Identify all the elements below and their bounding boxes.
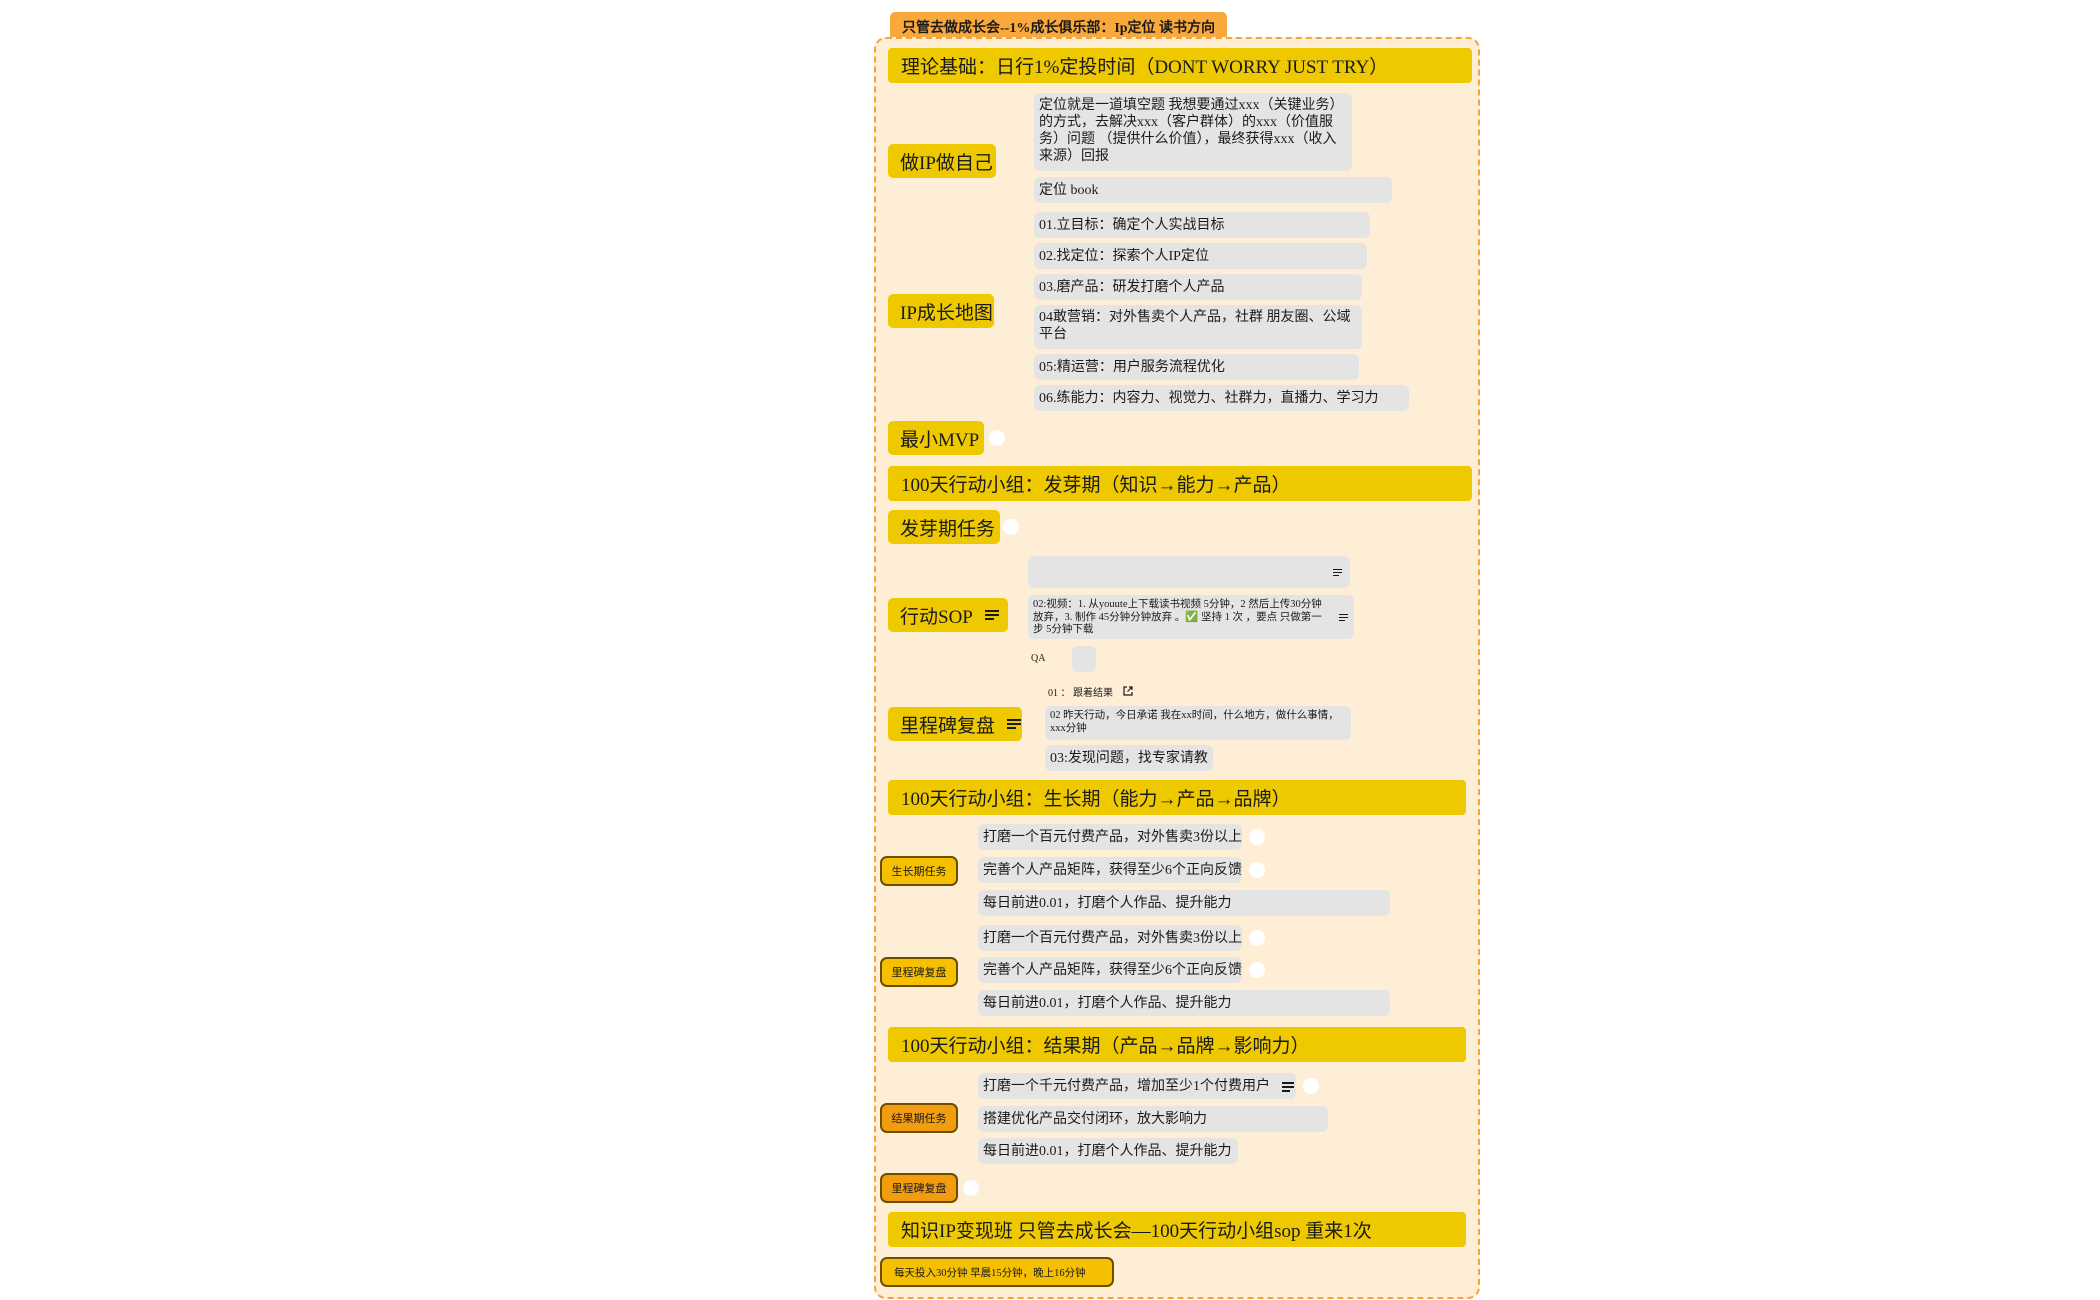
leaf-sop-video[interactable]: 02:视频：1. 从youute上下载读书视频 5分钟，2 然后上传30分钟放弃… — [1028, 595, 1354, 639]
topic-mvp[interactable]: 最小MVP — [888, 421, 984, 455]
topic-sprout-task[interactable]: 发芽期任务 — [888, 510, 1000, 544]
leaf-ms1-01[interactable]: 01 ： 跟着结果 — [1048, 682, 1133, 700]
collapse-dot[interactable] — [963, 1180, 979, 1196]
leaf-positioning[interactable]: 定位就是一道填空题 我想要通过xxx（关键业务）的方式，去解决xxx（客户群体）… — [1034, 93, 1352, 171]
leaf-ms1-02[interactable]: 02 昨天行动，今日承诺 我在xx时间，什么地方，做什么事情， xxx分钟 — [1045, 706, 1351, 740]
topic-grow-task[interactable]: 生长期任务 — [880, 856, 958, 886]
leaf-result-3[interactable]: 每日前进0.01，打磨个人作品、提升能力 — [978, 1138, 1238, 1164]
leaf-qa[interactable]: QA — [1031, 652, 1046, 664]
section-result[interactable]: 100天行动小组：结果期（产品→品牌→影响力） — [888, 1027, 1466, 1062]
leaf-grow-ms-3[interactable]: 每日前进0.01，打磨个人作品、提升能力 — [978, 990, 1390, 1016]
note-icon[interactable] — [984, 609, 999, 621]
topic-daily[interactable]: 每天投入30分钟 早晨15分钟，晚上16分钟 — [880, 1257, 1114, 1287]
topic-action-sop-label: 行动SOP — [900, 606, 973, 628]
topic-result-task[interactable]: 结果期任务 — [880, 1103, 958, 1133]
note-icon[interactable] — [1007, 718, 1022, 730]
leaf-map-5[interactable]: 05:精运营：用户服务流程优化 — [1034, 354, 1359, 380]
leaf-grow-ms-1[interactable]: 打磨一个百元付费产品，对外售卖3份以上 — [978, 925, 1242, 951]
section-sprout[interactable]: 100天行动小组：发芽期（知识→能力→产品） — [888, 466, 1472, 501]
leaf-grow-1[interactable]: 打磨一个百元付费产品，对外售卖3份以上 — [978, 824, 1242, 850]
topic-milestone-1[interactable]: 里程碑复盘 — [888, 707, 1022, 741]
topic-growth-map[interactable]: IP成长地图 — [888, 294, 994, 328]
collapse-dot[interactable] — [1249, 829, 1265, 845]
external-link-icon[interactable] — [1123, 686, 1133, 696]
topic-action-sop[interactable]: 行动SOP — [888, 598, 1008, 632]
leaf-ms1-03[interactable]: 03:发现问题，找专家请教 — [1045, 745, 1213, 771]
collapse-dot[interactable] — [1003, 519, 1019, 535]
leaf-grow-3[interactable]: 每日前进0.01，打磨个人作品、提升能力 — [978, 890, 1390, 916]
leaf-map-4[interactable]: 04敢营销：对外售卖个人产品，社群 朋友圈、公域平台 — [1034, 305, 1362, 349]
leaf-qa-empty[interactable] — [1072, 646, 1096, 672]
leaf-positioning-book[interactable]: 定位 book — [1034, 177, 1392, 203]
collapse-dot[interactable] — [989, 430, 1005, 446]
leaf-ms1-01-text: 01 ： 跟着结果 — [1048, 687, 1113, 699]
leaf-result-1-text: 打磨一个千元付费产品，增加至少1个付费用户 — [983, 1078, 1270, 1094]
topic-ip-self[interactable]: 做IP做自己 — [888, 144, 996, 178]
note-icon[interactable] — [1339, 613, 1348, 621]
topic-milestone-1-label: 里程碑复盘 — [900, 715, 996, 737]
leaf-result-1[interactable]: 打磨一个千元付费产品，增加至少1个付费用户 — [978, 1073, 1296, 1099]
leaf-map-1[interactable]: 01.立目标：确定个人实战目标 — [1034, 212, 1370, 238]
leaf-map-3[interactable]: 03.磨产品：研发打磨个人产品 — [1034, 274, 1362, 300]
leaf-grow-ms-2[interactable]: 完善个人产品矩阵，获得至少6个正向反馈 — [978, 957, 1242, 983]
section-ip-class[interactable]: 知识IP变现班 只管去成长会—100天行动小组sop 重来1次 — [888, 1212, 1466, 1247]
collapse-dot[interactable] — [1249, 862, 1265, 878]
collapse-dot[interactable] — [1249, 962, 1265, 978]
leaf-sop-video-text: 02:视频：1. 从youute上下载读书视频 5分钟，2 然后上传30分钟放弃… — [1033, 599, 1322, 635]
leaf-map-2[interactable]: 02.找定位：探索个人IP定位 — [1034, 243, 1367, 269]
collapse-dot[interactable] — [1303, 1078, 1319, 1094]
leaf-sop-empty[interactable] — [1028, 556, 1350, 588]
topic-milestone-2[interactable]: 里程碑复盘 — [880, 957, 958, 987]
leaf-grow-2[interactable]: 完善个人产品矩阵，获得至少6个正向反馈 — [978, 857, 1242, 883]
collapse-dot[interactable] — [1249, 930, 1265, 946]
section-grow[interactable]: 100天行动小组：生长期（能力→产品→品牌） — [888, 780, 1466, 815]
topic-milestone-3[interactable]: 里程碑复盘 — [880, 1173, 958, 1203]
section-theory[interactable]: 理论基础：日行1%定投时间（DONT WORRY JUST TRY） — [888, 48, 1472, 83]
leaf-result-2[interactable]: 搭建优化产品交付闭环，放大影响力 — [978, 1106, 1328, 1132]
leaf-map-6[interactable]: 06.练能力：内容力、视觉力、社群力，直播力、学习力 — [1034, 385, 1409, 411]
note-icon[interactable] — [1333, 568, 1342, 576]
note-icon[interactable] — [1282, 1081, 1294, 1092]
